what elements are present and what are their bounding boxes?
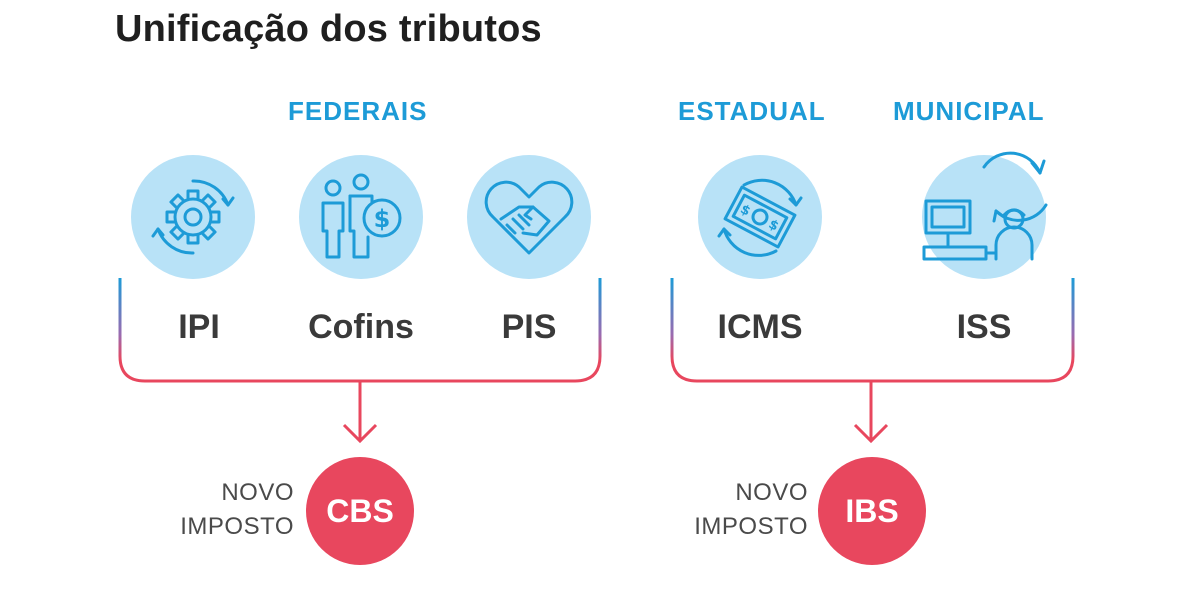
new-tax-badge-ibs: IBS <box>818 457 926 565</box>
group-label-municipal: MUNICIPAL <box>893 96 1045 126</box>
tax-name-icms: ICMS <box>717 308 803 346</box>
handshake-heart-icon <box>467 155 591 279</box>
page-title: Unificação dos tributos <box>115 8 542 50</box>
group-label-federal: FEDERAIS <box>288 96 428 126</box>
new-tax-label-line2: IMPOSTO <box>694 513 808 540</box>
svg-text:$: $ <box>374 205 391 233</box>
new-tax-label-cbs: NOVO IMPOSTO <box>160 476 294 544</box>
tax-name-iss: ISS <box>956 308 1012 346</box>
federal-arrow <box>342 381 378 444</box>
new-tax-label-line1: NOVO <box>735 479 808 506</box>
tax-name-ipi: IPI <box>178 308 220 346</box>
group-label-estadual: ESTADUAL <box>678 96 826 126</box>
new-tax-badge-cbs: CBS <box>306 457 414 565</box>
new-tax-label-line2: IMPOSTO <box>180 513 294 540</box>
new-tax-label-ibs: NOVO IMPOSTO <box>674 476 808 544</box>
new-tax-label-line1: NOVO <box>221 479 294 506</box>
tax-name-pis: PIS <box>501 308 557 346</box>
gear-icon <box>131 155 255 279</box>
service-worker-icon <box>922 151 1048 279</box>
banknote-icon: $ $ <box>698 155 822 279</box>
tax-name-cofins: Cofins <box>308 308 414 346</box>
local-arrow <box>853 381 889 444</box>
people-coin-icon: $ <box>299 155 423 279</box>
